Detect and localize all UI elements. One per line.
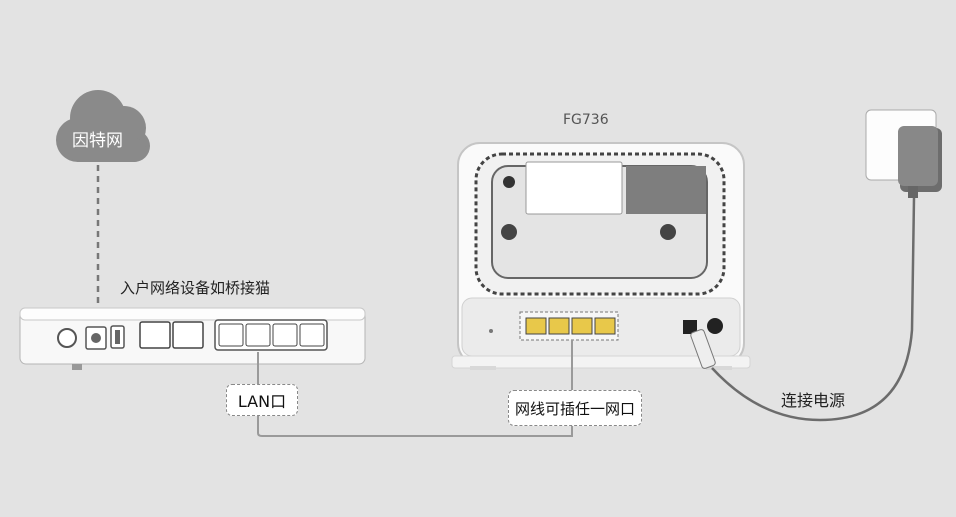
router-model: FG736	[563, 112, 609, 128]
modem-device	[19, 307, 366, 370]
router-device	[451, 142, 751, 370]
power-cable	[711, 197, 916, 422]
lan-port-callout: LAN口	[226, 384, 298, 416]
power-callout: 连接电源	[781, 391, 846, 410]
ethernet-cable	[257, 340, 573, 437]
cloud-label: 因特网	[72, 131, 123, 151]
any-port-callout: 网线可插任一网口	[508, 390, 642, 426]
power-adapter-icon	[690, 109, 942, 369]
modem-caption: 入户网络设备如桥接猫	[120, 279, 271, 297]
internet-cloud-icon	[56, 90, 150, 162]
